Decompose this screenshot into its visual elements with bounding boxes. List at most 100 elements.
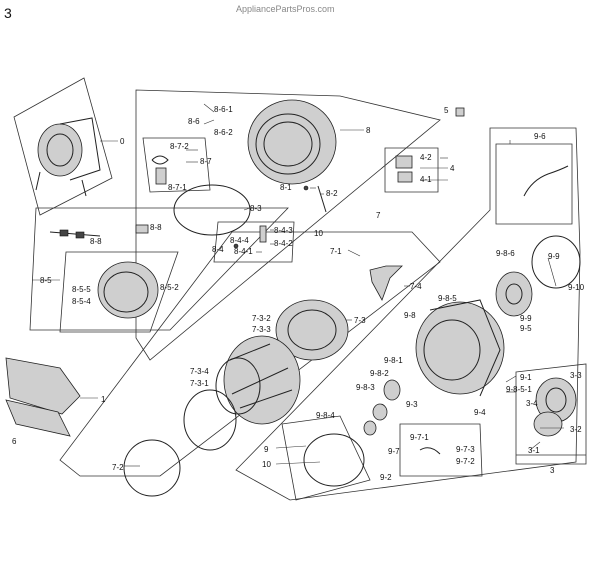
group-box-7 [59,231,441,477]
callout-9-8-2: 9-8-2 [370,369,389,378]
callout-8-6-2: 8-6-2 [214,128,233,137]
callout-3-1: 3-1 [528,446,540,455]
callout-8-8a: 8-8 [90,237,102,246]
pulley-icon [495,271,533,317]
door-glass-icon [173,184,251,236]
group-box-8-5-inner [59,251,179,333]
callout-9-7-2: 9-7-2 [456,457,475,466]
callout-8-5-4: 8-5-4 [72,297,91,306]
callout-9-5: 9-5 [520,324,532,333]
screws-icon [303,185,327,213]
callout-9-8-5-1: 9-8-5-1 [506,385,532,394]
part-5-icon [455,107,465,117]
callout-9-6: 9-6 [534,132,546,141]
callout-8-5: 8-5 [40,276,52,285]
hinge-pins-icon [49,224,149,239]
callout-7-1: 7-1 [330,247,342,256]
tub-gasket-icon [303,433,365,487]
drain-hose-icon [419,447,441,455]
callout-8-3: 8-3 [250,204,262,213]
door-hinge-icon [151,155,169,185]
callout-9-8-6: 9-8-6 [496,249,515,258]
drum-back-icon [275,299,349,361]
group-box-8-7 [142,137,211,193]
callout-8-4: 8-4 [212,245,224,254]
callout-8-5-2: 8-5-2 [160,283,179,292]
group-box-9-inner [281,415,371,501]
callout-9-4: 9-4 [474,408,486,417]
outer-tub-icon [415,299,505,397]
callout-3-2: 3-2 [570,425,582,434]
callout-8-7: 8-7 [200,157,212,166]
callout-4-2: 4-2 [420,153,432,162]
callout-9-8: 9-8 [404,311,416,320]
callout-8-7-2: 8-7-2 [170,142,189,151]
callout-labels: 0 8 8-6-1 8-6 8-6-2 8-7-2 8-7 8-7-1 8-3 … [12,105,585,482]
drum-front-ring-icon [183,389,237,451]
page-number: 3 [4,5,12,21]
callout-1: 1 [101,395,106,404]
callout-8-8b: 8-8 [150,223,162,232]
callout-9-8-1: 9-8-1 [384,356,403,365]
callout-9-7: 9-7 [388,447,400,456]
callout-9: 9 [264,445,269,454]
door-lock-icon [395,155,413,183]
callout-7-3-2: 7-3-2 [252,314,271,323]
callout-9-10: 9-10 [568,283,585,292]
drum-cylinder-icon [215,335,301,425]
callout-9-7-1: 9-7-1 [410,433,429,442]
callout-7-3-4: 7-3-4 [190,367,209,376]
tub-assembly-icon [35,117,101,197]
door-frame-icon [247,99,337,185]
leader-lines [32,103,564,467]
tub-back-icon [531,235,581,289]
callout-7: 7 [376,211,381,220]
callout-8-4-1: 8-4-1 [234,247,253,256]
callout-8-6: 8-6 [188,117,200,126]
callout-4: 4 [450,164,455,173]
callout-8-1: 8-1 [280,183,292,192]
callout-7-3-1: 7-3-1 [190,379,209,388]
motor-icon [533,377,577,437]
callout-9-8-5: 9-8-5 [438,294,457,303]
callout-9-8-4: 9-8-4 [316,411,335,420]
callout-5: 5 [444,106,449,115]
callout-3-3: 3-3 [570,371,582,380]
callout-3-4: 3-4 [526,399,538,408]
group-box-9-7 [399,423,483,477]
callout-7-2: 7-2 [112,463,124,472]
door-inner-ring-icon [97,261,159,319]
callout-7-3: 7-3 [354,316,366,325]
callout-8-5-5: 8-5-5 [72,285,91,294]
group-box-3 [515,363,587,465]
callout-9-9: 9-9 [548,252,560,261]
callout-8: 8 [366,126,371,135]
callout-7-3-3: 7-3-3 [252,325,271,334]
callout-0: 0 [120,137,125,146]
callout-9-1: 9-1 [520,373,532,382]
callout-8-6-1: 8-6-1 [214,105,233,114]
callout-9-7-3: 9-7-3 [456,445,475,454]
callout-9-8-3: 9-8-3 [356,383,375,392]
callout-8-4-3: 8-4-3 [274,226,293,235]
callout-9-2: 9-2 [380,473,392,482]
callout-9-9b: 9-9 [520,314,532,323]
callout-8-4-2: 8-4-2 [274,239,293,248]
group-box-8-4 [213,221,295,263]
callout-7-4: 7-4 [410,282,422,291]
bearings-icon [363,379,401,436]
bracket-icon [5,357,81,437]
hose-icon [523,165,569,197]
callout-6: 6 [12,437,17,446]
group-box-4 [384,147,439,193]
group-box-0 [13,77,113,216]
callout-8-2: 8-2 [326,189,338,198]
callout-4-1: 4-1 [420,175,432,184]
callout-3: 3 [550,466,555,475]
drum-gasket-icon [123,439,181,497]
drum-spider-icon [369,265,403,301]
watermark: AppliancePartsPros.com [236,4,335,14]
group-box-9 [235,127,581,501]
door-latch-icon [233,225,267,249]
